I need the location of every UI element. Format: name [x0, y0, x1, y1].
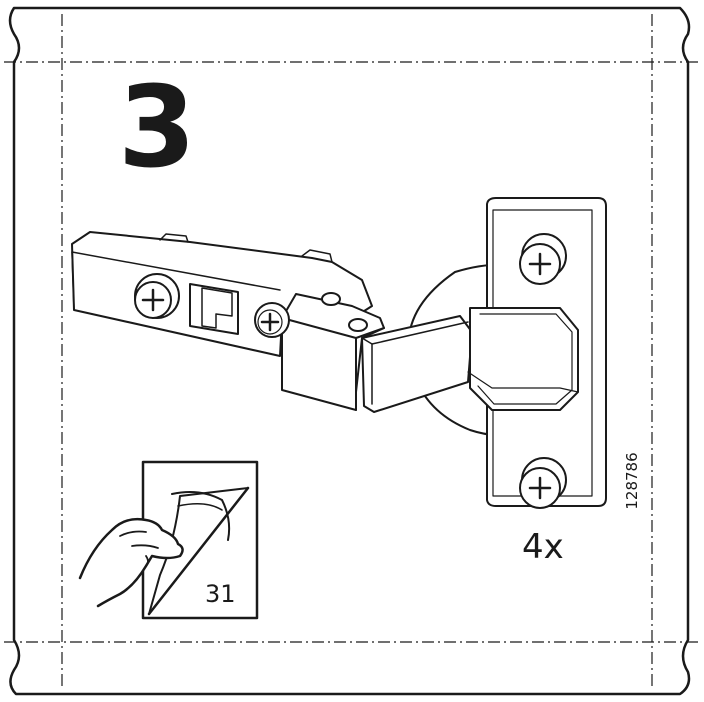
screw-icon	[519, 457, 567, 509]
step-number: 3	[118, 63, 196, 193]
screw-icon	[254, 302, 290, 338]
page-turn-hand-icon	[78, 460, 259, 620]
screw-icon	[134, 273, 180, 319]
page-reference-number: 31	[205, 580, 236, 608]
part-number: 128786	[623, 452, 641, 510]
dash-dot-border	[4, 14, 700, 690]
quantity-label: 4x	[522, 527, 564, 567]
sheet-outline	[8, 6, 691, 696]
hinge-icon	[71, 197, 607, 509]
screw-icon	[519, 233, 567, 285]
